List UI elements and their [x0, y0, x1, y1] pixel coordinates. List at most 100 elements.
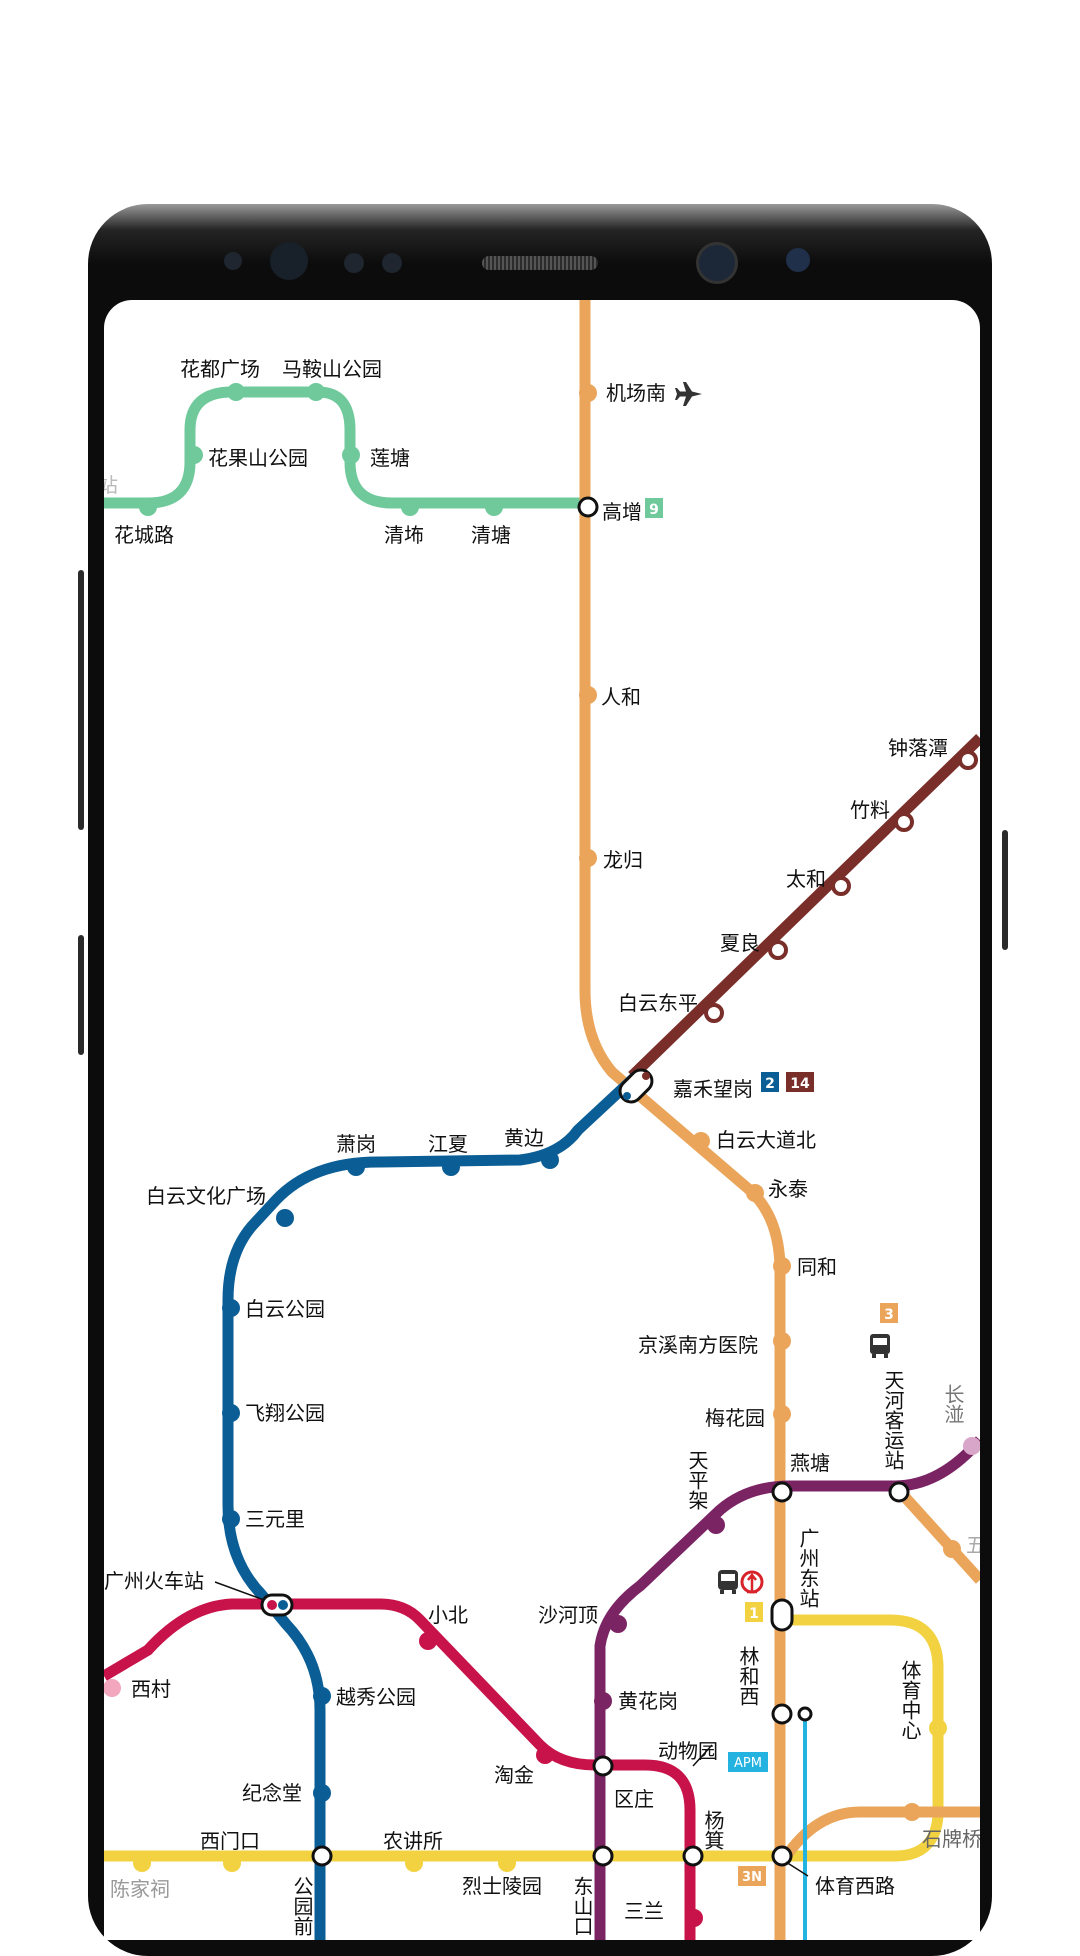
station-dot-wu[interactable]: [943, 1540, 961, 1558]
label-xiaobei[interactable]: 小北: [428, 1603, 468, 1627]
label-dongshankou[interactable]: 东山口: [570, 1876, 594, 1936]
station-dot-tonghe[interactable]: [773, 1257, 791, 1275]
station-dot-shipaiqiao[interactable]: [903, 1803, 921, 1821]
station-dot-yuexiu-gongyuan[interactable]: [313, 1687, 331, 1705]
label-huaguoshan-gongyuan[interactable]: 花果山公园: [208, 446, 308, 470]
label-huangbian[interactable]: 黄边: [504, 1126, 544, 1150]
station-dot-meihuayuan[interactable]: [773, 1405, 791, 1423]
label-jichangnan[interactable]: 机场南: [606, 381, 666, 405]
label-qingtang[interactable]: 清塘: [471, 523, 511, 547]
station-dot-changban[interactable]: [963, 1437, 980, 1455]
label-yuexiu-gongyuan[interactable]: 越秀公园: [336, 1685, 416, 1709]
interchange-tianhe-keyunzhan[interactable]: [888, 1481, 910, 1503]
station-dot-baiyun-wenhua-guangchang[interactable]: [276, 1209, 294, 1227]
label-gongyuanqian[interactable]: 公园前: [290, 1876, 314, 1936]
label-tianhe-keyunzhan[interactable]: 天河客运站: [881, 1370, 905, 1470]
station-dot-maanshan-gongyuan[interactable]: [307, 383, 325, 401]
label-liantang[interactable]: 莲塘: [370, 446, 410, 470]
label-tiyu-xilu[interactable]: 体育西路: [815, 1874, 895, 1898]
badge-line-1[interactable]: 1: [749, 1606, 759, 1622]
station-dot-huaguoshan-gongyuan[interactable]: [185, 446, 203, 464]
metro-map-screen[interactable]: 花都广场 马鞍山公园 花果山公园 莲塘 花城路 清㘵 清塘 高增 机场南 人和 …: [104, 300, 980, 1940]
station-dot-baiyun-gongyuan[interactable]: [222, 1299, 240, 1317]
label-yangji[interactable]: 杨箕: [701, 1810, 725, 1850]
label-taojin[interactable]: 淘金: [494, 1763, 534, 1787]
station-dot-tianpingjia[interactable]: [707, 1516, 725, 1534]
label-zhuliao[interactable]: 竹料: [850, 798, 890, 822]
interchange-tiyu-xilu[interactable]: [771, 1845, 793, 1867]
interchange-linhexi-apm[interactable]: [797, 1706, 813, 1722]
station-dot-baiyun-dadaobei[interactable]: [692, 1132, 710, 1150]
label-dongwuyuan[interactable]: 动物园: [658, 1739, 718, 1763]
station-dot-taihe[interactable]: [831, 876, 851, 896]
label-guangzhou-dongzhan[interactable]: 广州东站: [796, 1528, 820, 1608]
label-huadu-guangchang[interactable]: 花都广场: [180, 357, 260, 381]
badge-line-3[interactable]: 3: [884, 1307, 894, 1323]
interchange-yangji[interactable]: [682, 1845, 704, 1867]
label-taihe[interactable]: 太和: [786, 867, 826, 891]
badge-line-14[interactable]: 14: [790, 1076, 810, 1092]
label-huanghuagang[interactable]: 黄花岗: [618, 1689, 678, 1713]
label-yantang[interactable]: 燕塘: [790, 1451, 830, 1475]
station-dot-longgui[interactable]: [579, 849, 597, 867]
label-qu-zhuang[interactable]: 区庄: [614, 1787, 654, 1811]
badge-line-2[interactable]: 2: [765, 1076, 775, 1092]
label-baiyun-dongping[interactable]: 白云东平: [618, 991, 698, 1015]
station-dot-jingxi-nanfang-yiyuan[interactable]: [773, 1332, 791, 1350]
station-dot-baiyun-dongping[interactable]: [704, 1003, 724, 1023]
badge-line-3n[interactable]: 3N: [742, 1870, 762, 1885]
station-dot-xicun[interactable]: [104, 1679, 121, 1697]
label-baiyun-wenhua-guangchang[interactable]: 白云文化广场: [146, 1184, 266, 1208]
label-meihuayuan[interactable]: 梅花园: [705, 1406, 765, 1430]
interchange-qu-zhuang[interactable]: [592, 1755, 614, 1777]
label-chenjiaci[interactable]: 陈家祠: [110, 1877, 170, 1901]
label-linhexi[interactable]: 林和西: [736, 1646, 760, 1706]
station-dot-huanghuagang[interactable]: [594, 1692, 612, 1710]
interchange-yantang[interactable]: [771, 1481, 793, 1503]
station-dot-yangji-south[interactable]: [685, 1909, 703, 1927]
station-dot-jiangxia[interactable]: [442, 1158, 460, 1176]
label-jiahewanggang[interactable]: 嘉禾望岗: [673, 1077, 753, 1101]
label-baiyun-dadaobei[interactable]: 白云大道北: [716, 1128, 816, 1152]
station-dot-shaheding[interactable]: [609, 1615, 627, 1633]
station-dot-jinianta[interactable]: [313, 1784, 331, 1802]
station-dot-renhe[interactable]: [579, 686, 597, 704]
label-huachenglu[interactable]: 花城路: [114, 523, 174, 547]
station-dot-nongjiangsuo[interactable]: [405, 1854, 423, 1872]
label-sanyuanli[interactable]: 三元里: [245, 1507, 305, 1531]
label-xiaogang[interactable]: 萧岗: [336, 1132, 376, 1156]
station-dot-sanyuanli[interactable]: [222, 1510, 240, 1528]
station-dot-zhuliao[interactable]: [894, 812, 914, 832]
badge-line-9[interactable]: 9: [649, 502, 659, 518]
station-dot-huangbian[interactable]: [541, 1151, 559, 1169]
label-shaheding[interactable]: 沙河顶: [538, 1603, 598, 1627]
label-nongjiangsuo[interactable]: 农讲所: [383, 1829, 443, 1853]
label-renhe[interactable]: 人和: [601, 685, 641, 709]
station-dot-tiyu-zhongxin[interactable]: [929, 1719, 947, 1737]
station-dot-huachenglu[interactable]: [139, 498, 157, 516]
label-tonghe[interactable]: 同和: [797, 1255, 837, 1279]
station-dot-qingbu[interactable]: [401, 498, 419, 516]
label-jingxi-nanfang-yiyuan[interactable]: 京溪南方医院: [638, 1333, 758, 1357]
station-dot-lieshi-lingyuan[interactable]: [498, 1854, 516, 1872]
station-dot-liantang[interactable]: [342, 446, 360, 464]
label-zhongluotan[interactable]: 钟落潭: [888, 736, 948, 760]
label-ximenkou[interactable]: 西门口: [200, 1829, 260, 1853]
label-tiyu-zhongxin[interactable]: 体育中心: [898, 1660, 922, 1740]
station-dot-xiaogang[interactable]: [347, 1158, 365, 1176]
label-qingbu[interactable]: 清㘵: [384, 523, 424, 547]
label-feixiang-gongyuan[interactable]: 飞翔公园: [245, 1401, 325, 1425]
station-dot-taojin[interactable]: [536, 1746, 554, 1764]
label-jiangxia[interactable]: 江夏: [428, 1132, 468, 1156]
label-gaozeng[interactable]: 高增: [602, 500, 642, 524]
label-changban[interactable]: 长湴: [941, 1384, 965, 1424]
label-yongtai[interactable]: 永泰: [768, 1177, 808, 1201]
station-dot-xiaobei[interactable]: [419, 1632, 437, 1650]
label-lieshi-lingyuan[interactable]: 烈士陵园: [462, 1874, 542, 1898]
label-shipaiqiao[interactable]: 石牌桥: [922, 1827, 980, 1851]
label-jinianta[interactable]: 纪念堂: [242, 1781, 302, 1805]
label-xialiang[interactable]: 夏良: [720, 931, 760, 955]
station-dot-feixiang-gongyuan[interactable]: [222, 1404, 240, 1422]
station-dot-chenjiaci[interactable]: [133, 1854, 151, 1872]
label-guangzhou-huochezhan[interactable]: 广州火车站: [104, 1569, 204, 1593]
